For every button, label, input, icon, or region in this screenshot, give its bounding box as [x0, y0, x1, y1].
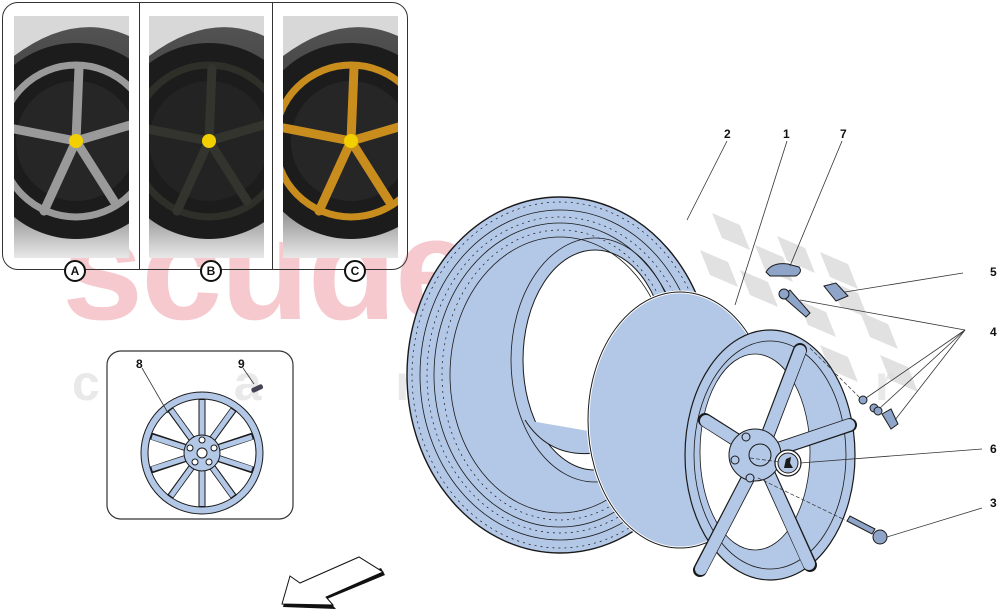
callout-1[interactable]: 1 — [783, 127, 790, 141]
variant-photo-c[interactable] — [283, 16, 398, 258]
spare-bolt-icon — [251, 384, 264, 393]
wheel-photo-silver-icon — [14, 16, 129, 258]
wheel-photo-gold-icon — [283, 16, 398, 258]
variant-photo-a[interactable] — [14, 16, 129, 258]
balance-weight-icon — [823, 282, 849, 302]
wheel-bolt-icon — [846, 515, 888, 545]
direction-arrow-icon — [281, 556, 385, 609]
centre-cap-emblem-icon — [774, 449, 802, 477]
variant-photo-b[interactable] — [149, 16, 264, 258]
wheel-photo-black-icon — [149, 16, 264, 258]
callout-2[interactable]: 2 — [724, 127, 731, 141]
callout-4[interactable]: 4 — [990, 325, 997, 339]
spare-wheel-icon — [140, 391, 264, 515]
valve-stem-icon — [778, 288, 811, 318]
callout-9[interactable]: 9 — [238, 357, 245, 371]
variant-badge-a[interactable]: A — [64, 260, 86, 282]
callout-5[interactable]: 5 — [990, 265, 997, 279]
valve-parts-icon — [858, 395, 899, 430]
leader-lines — [686, 140, 983, 538]
variant-divider-1 — [139, 2, 140, 270]
leader-line-9 — [242, 367, 255, 385]
variant-divider-2 — [272, 2, 273, 270]
leader-line-8 — [141, 367, 169, 414]
pressure-sensor-icon — [765, 263, 801, 277]
callout-3[interactable]: 3 — [990, 496, 997, 510]
rim-icon — [586, 290, 857, 581]
assembly-lines — [749, 347, 861, 521]
variant-badge-c[interactable]: C — [344, 260, 366, 282]
spare-wheel-frame — [106, 350, 294, 520]
callout-7[interactable]: 7 — [840, 127, 847, 141]
callout-6[interactable]: 6 — [990, 442, 997, 456]
callout-8[interactable]: 8 — [136, 357, 143, 371]
variant-badge-b[interactable]: B — [200, 260, 222, 282]
